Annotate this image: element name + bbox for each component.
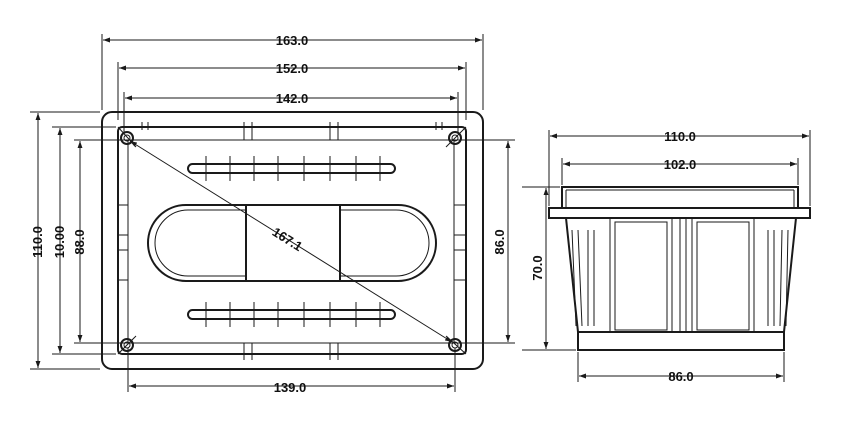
dim-110-side: 110.0 bbox=[548, 129, 811, 206]
dim-1000-label: 10.00 bbox=[52, 226, 67, 259]
dim-88-label: 88.0 bbox=[72, 229, 87, 254]
dim-86-side-label: 86.0 bbox=[668, 369, 693, 384]
front-view: 167.1 163.0 152.0 142.0 139.0 bbox=[30, 33, 515, 395]
bottom-rib-bar bbox=[187, 302, 396, 327]
screw-hole-bottom-right bbox=[445, 335, 467, 355]
screw-hole-bottom-left bbox=[117, 335, 137, 355]
side-body bbox=[565, 217, 797, 333]
diagonal-dimension-label: 167.1 bbox=[270, 224, 306, 254]
dim-1000: 10.00 bbox=[52, 126, 116, 355]
screw-hole-top-left bbox=[117, 126, 137, 148]
dim-102-side-label: 102.0 bbox=[664, 157, 697, 172]
dim-152-label: 152.0 bbox=[276, 61, 309, 76]
dim-139: 139.0 bbox=[127, 348, 456, 395]
side-ribs bbox=[571, 217, 789, 333]
dim-152: 152.0 bbox=[117, 61, 467, 120]
side-base bbox=[577, 331, 785, 351]
dim-142: 142.0 bbox=[123, 91, 459, 132]
dim-163-label: 163.0 bbox=[276, 33, 309, 48]
dim-163: 163.0 bbox=[101, 33, 484, 110]
side-view: 110.0 102.0 70.0 86.0 bbox=[522, 129, 811, 384]
dim-110-side-label: 110.0 bbox=[664, 129, 696, 144]
dim-139-label: 139.0 bbox=[274, 380, 307, 395]
inner-frame bbox=[117, 126, 467, 355]
screw-hole-top-right bbox=[445, 126, 467, 148]
side-flange bbox=[548, 207, 811, 219]
dim-110-left: 110.0 bbox=[30, 111, 100, 370]
dim-70-side-label: 70.0 bbox=[530, 255, 545, 280]
outer-frame bbox=[101, 111, 484, 370]
dim-110-left-label: 110.0 bbox=[30, 226, 45, 258]
dim-88: 88.0 bbox=[72, 139, 126, 344]
dim-70-side: 70.0 bbox=[522, 186, 576, 351]
diagonal-dimension-line bbox=[129, 140, 453, 343]
dim-86-right-label: 86.0 bbox=[492, 229, 507, 254]
dim-142-label: 142.0 bbox=[276, 91, 309, 106]
dim-102-side: 102.0 bbox=[561, 157, 799, 185]
dim-86-side: 86.0 bbox=[577, 352, 785, 384]
side-top-lip bbox=[561, 186, 799, 208]
box-inner-wall bbox=[127, 139, 455, 344]
frame-notches bbox=[118, 122, 466, 360]
top-rib-bar bbox=[187, 156, 396, 181]
dim-86-right: 86.0 bbox=[458, 139, 515, 344]
